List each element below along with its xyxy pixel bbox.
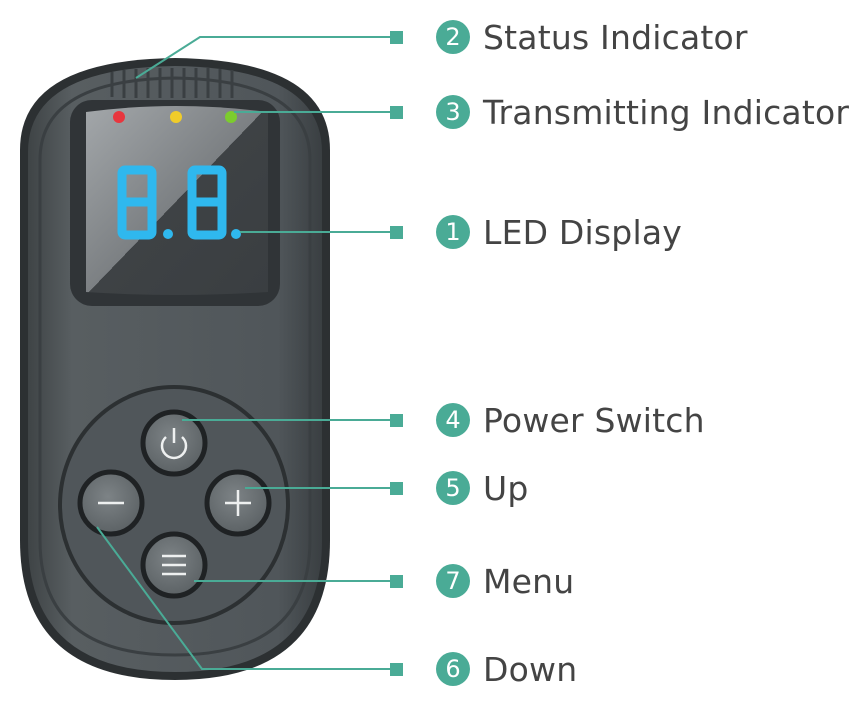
callout-down: 6 Down xyxy=(436,649,577,689)
button-pad xyxy=(58,385,290,625)
callout-label: Menu xyxy=(483,561,575,601)
callout-number-badge: 2 xyxy=(436,20,470,54)
callout-label: Power Switch xyxy=(483,400,705,440)
plus-icon xyxy=(225,490,251,516)
power-icon xyxy=(160,436,188,460)
callout-status-indicator: 2 Status Indicator xyxy=(436,17,748,57)
callout-marker xyxy=(390,414,403,427)
callout-number-badge: 1 xyxy=(436,215,470,249)
callout-label: Status Indicator xyxy=(483,17,748,57)
yellow-indicator-light xyxy=(170,111,182,123)
callout-label: Down xyxy=(483,649,578,689)
callout-menu: 7 Menu xyxy=(436,561,574,601)
power-button[interactable] xyxy=(140,409,208,477)
screen xyxy=(86,106,268,295)
callout-marker xyxy=(390,106,403,119)
callout-marker xyxy=(390,663,403,676)
green-indicator-light xyxy=(225,111,237,123)
callout-transmitting-indicator: 3 Transmitting Indicator xyxy=(436,92,849,132)
callout-up: 5 Up xyxy=(436,468,529,508)
callout-number-badge: 4 xyxy=(436,403,470,437)
callout-number-badge: 6 xyxy=(436,652,470,686)
callout-marker xyxy=(390,226,403,239)
callout-marker xyxy=(390,31,403,44)
leader-status xyxy=(135,36,392,79)
leader-lines xyxy=(96,36,392,670)
callout-label: Up xyxy=(483,468,529,508)
up-button[interactable] xyxy=(204,469,272,537)
callout-number-badge: 7 xyxy=(436,564,470,598)
led-display-digits xyxy=(117,165,227,240)
callout-marker xyxy=(390,575,403,588)
grip-ridges xyxy=(110,68,234,98)
callout-label: Transmitting Indicator xyxy=(483,92,850,132)
down-button[interactable] xyxy=(77,469,145,537)
callout-led-display: 1 LED Display xyxy=(436,212,682,252)
callout-power-switch: 4 Power Switch xyxy=(436,400,705,440)
callout-number-badge: 5 xyxy=(436,471,470,505)
menu-icon xyxy=(162,554,186,576)
leader-down xyxy=(96,526,392,670)
callout-label: LED Display xyxy=(483,212,682,252)
callout-marker xyxy=(390,482,403,495)
menu-button[interactable] xyxy=(140,531,208,599)
callout-number-badge: 3 xyxy=(436,95,470,129)
red-indicator-light xyxy=(113,111,125,123)
